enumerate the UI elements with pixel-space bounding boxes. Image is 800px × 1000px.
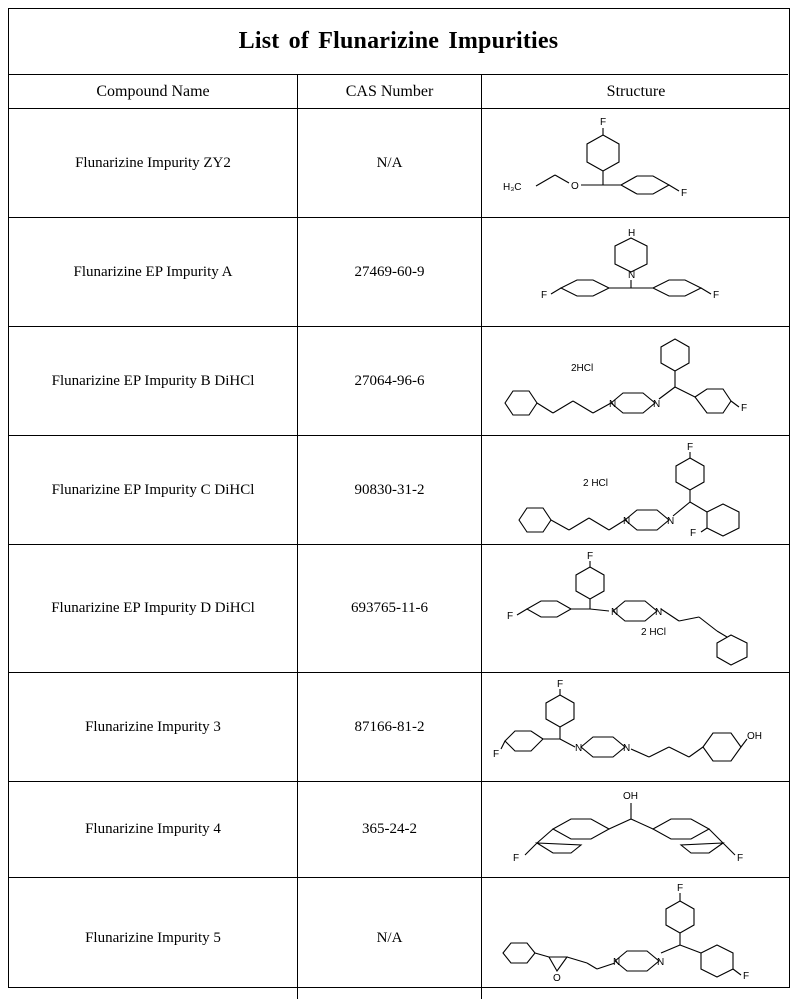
fluorine-label: F xyxy=(690,528,696,539)
nitrogen-label: N xyxy=(609,399,616,410)
oxygen-label: O xyxy=(571,181,579,192)
nitrogen-label: N xyxy=(613,957,620,968)
structure-cell: H N F F xyxy=(481,217,790,327)
impurities-table: Compound Name CAS Number Structure Fluna… xyxy=(9,75,790,999)
table-row: Flunarizine EP Impurity C DiHCl 90830-31… xyxy=(9,435,790,545)
nitrogen-label: N xyxy=(575,743,582,754)
nitrogen-label: N xyxy=(611,607,618,618)
fluorine-label: F xyxy=(741,403,747,414)
compound-name: Flunarizine EP Impurity B DiHCl xyxy=(9,326,298,436)
structure-impurity-zy2: F O H₃C F xyxy=(503,117,687,199)
cas-number: 90830-31-2 xyxy=(297,435,482,545)
cas-number: N/A xyxy=(297,877,482,999)
fluorine-label: F xyxy=(743,971,749,982)
structure-cell: 2 HCl F N N F xyxy=(481,435,790,545)
salt-label: 2 HCl xyxy=(641,627,666,638)
cas-number: 27469-60-9 xyxy=(297,217,482,327)
fluorine-label: F xyxy=(600,117,606,128)
table-row: Flunarizine Impurity ZY2 N/A F O H₃C F xyxy=(9,108,790,218)
fluorine-label: F xyxy=(513,853,519,864)
hydroxyl-label: OH xyxy=(623,791,638,802)
table-row: Flunarizine EP Impurity A 27469-60-9 H N… xyxy=(9,217,790,327)
table-row: Flunarizine Impurity 5 N/A F F N N xyxy=(9,877,790,999)
structure-cell: F F N N O xyxy=(481,877,790,999)
fluorine-label: F xyxy=(587,551,593,562)
table-row: Flunarizine Impurity 4 365-24-2 OH F xyxy=(9,781,790,878)
compound-name: Flunarizine Impurity 5 xyxy=(9,877,298,999)
structure-cell: OH F F xyxy=(481,781,790,878)
fluorine-label: F xyxy=(713,290,719,301)
structure-ep-impurity-a: H N F F xyxy=(541,228,719,301)
compound-name: Flunarizine EP Impurity C DiHCl xyxy=(9,435,298,545)
header-compound-name: Compound Name xyxy=(9,75,298,109)
compound-name: Flunarizine Impurity 3 xyxy=(9,672,298,782)
structure-cell: F F N N xyxy=(481,672,790,782)
compound-name: Flunarizine Impurity ZY2 xyxy=(9,108,298,218)
fluorine-label: F xyxy=(493,749,499,760)
header-structure: Structure xyxy=(481,75,790,109)
cas-number: N/A xyxy=(297,108,482,218)
compound-name: Flunarizine Impurity 4 xyxy=(9,781,298,878)
fluorine-label: F xyxy=(737,853,743,864)
structure-ep-impurity-d: F F N N 2 HCl xyxy=(507,551,748,666)
fluorine-label: F xyxy=(677,883,683,894)
structure-impurity-5: F F N N O xyxy=(502,883,749,984)
cas-number: 87166-81-2 xyxy=(297,672,482,782)
nitrogen-label: N xyxy=(628,270,635,281)
document-title: List of Flunarizine Impurities xyxy=(9,9,788,75)
fluorine-label: F xyxy=(557,679,563,690)
cas-number: 365-24-2 xyxy=(297,781,482,878)
methyl-label: H₃C xyxy=(503,182,522,193)
structure-cell: F F N N 2 HCl xyxy=(481,544,790,673)
structure-cell: 2HCl N N F xyxy=(481,326,790,436)
compound-name: Flunarizine EP Impurity A xyxy=(9,217,298,327)
fluorine-label: F xyxy=(507,611,513,622)
structure-ep-impurity-b: 2HCl N N F xyxy=(504,338,747,416)
structure-impurity-3: F F N N xyxy=(493,679,762,762)
table-row: Flunarizine EP Impurity D DiHCl 693765-1… xyxy=(9,544,790,673)
nitrogen-label: N xyxy=(655,607,662,618)
nitrogen-label: N xyxy=(623,743,630,754)
compound-name: Flunarizine EP Impurity D DiHCl xyxy=(9,544,298,673)
fluorine-label: F xyxy=(541,290,547,301)
oxygen-label: O xyxy=(553,973,561,984)
amine-hydrogen-label: H xyxy=(628,228,635,239)
nitrogen-label: N xyxy=(667,516,674,527)
cas-number: 693765-11-6 xyxy=(297,544,482,673)
structure-cell: F O H₃C F xyxy=(481,108,790,218)
nitrogen-label: N xyxy=(653,399,660,410)
nitrogen-label: N xyxy=(657,957,664,968)
cas-number: 27064-96-6 xyxy=(297,326,482,436)
fluorine-label: F xyxy=(687,442,693,453)
table-header-row: Compound Name CAS Number Structure xyxy=(9,75,790,109)
salt-label: 2HCl xyxy=(571,363,593,374)
salt-label: 2 HCl xyxy=(583,478,608,489)
table-row: Flunarizine Impurity 3 87166-81-2 F F N … xyxy=(9,672,790,782)
structure-impurity-4: OH F F xyxy=(513,791,743,864)
hydroxyl-label: OH xyxy=(747,731,762,742)
fluorine-label: F xyxy=(681,188,687,199)
document-sheet: List of Flunarizine Impurities Compound … xyxy=(8,8,790,999)
table-row: Flunarizine EP Impurity B DiHCl 27064-96… xyxy=(9,326,790,436)
nitrogen-label: N xyxy=(623,516,630,527)
header-cas-number: CAS Number xyxy=(297,75,482,109)
structure-ep-impurity-c: 2 HCl F N N F xyxy=(518,442,740,539)
